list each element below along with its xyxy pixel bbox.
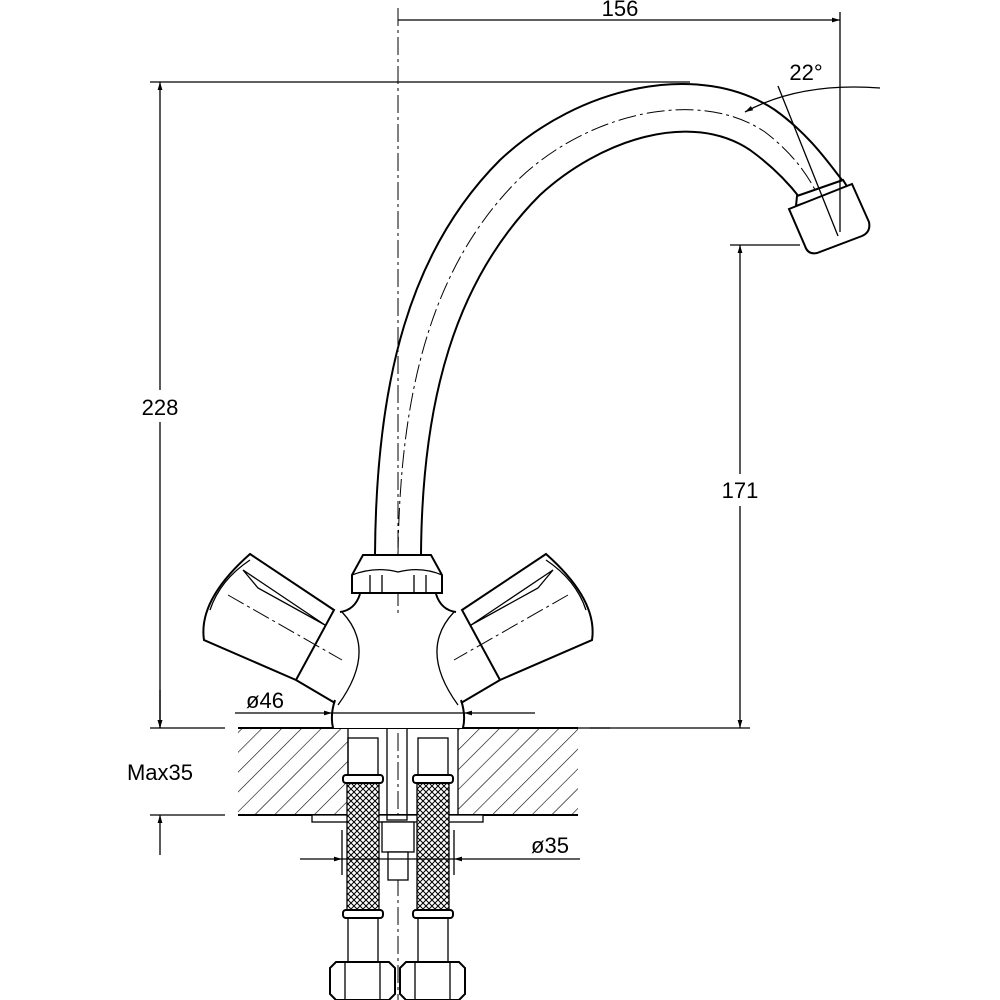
dim-35-label: ø35 [531, 833, 569, 858]
dim-46-label: ø46 [246, 688, 284, 713]
dim-22deg-label: 22° [789, 60, 822, 85]
dimension-counter-thickness: Max35 [127, 690, 225, 855]
supply-hose-right [399, 737, 466, 1000]
faucet-body [330, 554, 466, 729]
handle-left [202, 552, 343, 704]
dim-171-label: 171 [722, 478, 759, 503]
dim-max35-label: Max35 [127, 760, 193, 785]
dimension-base-diameter: ø46 [235, 688, 535, 716]
countertop-section [238, 727, 750, 823]
dimension-total-height: 228 [130, 81, 690, 729]
dimension-hole-diameter: ø35 [300, 830, 580, 875]
handle-right [453, 552, 594, 704]
dimension-spout-angle: 22° [744, 60, 881, 237]
dimension-spout-clearance: 171 [712, 244, 800, 728]
dim-156-label: 156 [602, 0, 639, 21]
supply-hose-left [329, 737, 396, 1000]
dimension-spout-reach: 156 [398, 0, 841, 232]
spout [374, 83, 871, 556]
dim-228-label: 228 [142, 395, 179, 420]
